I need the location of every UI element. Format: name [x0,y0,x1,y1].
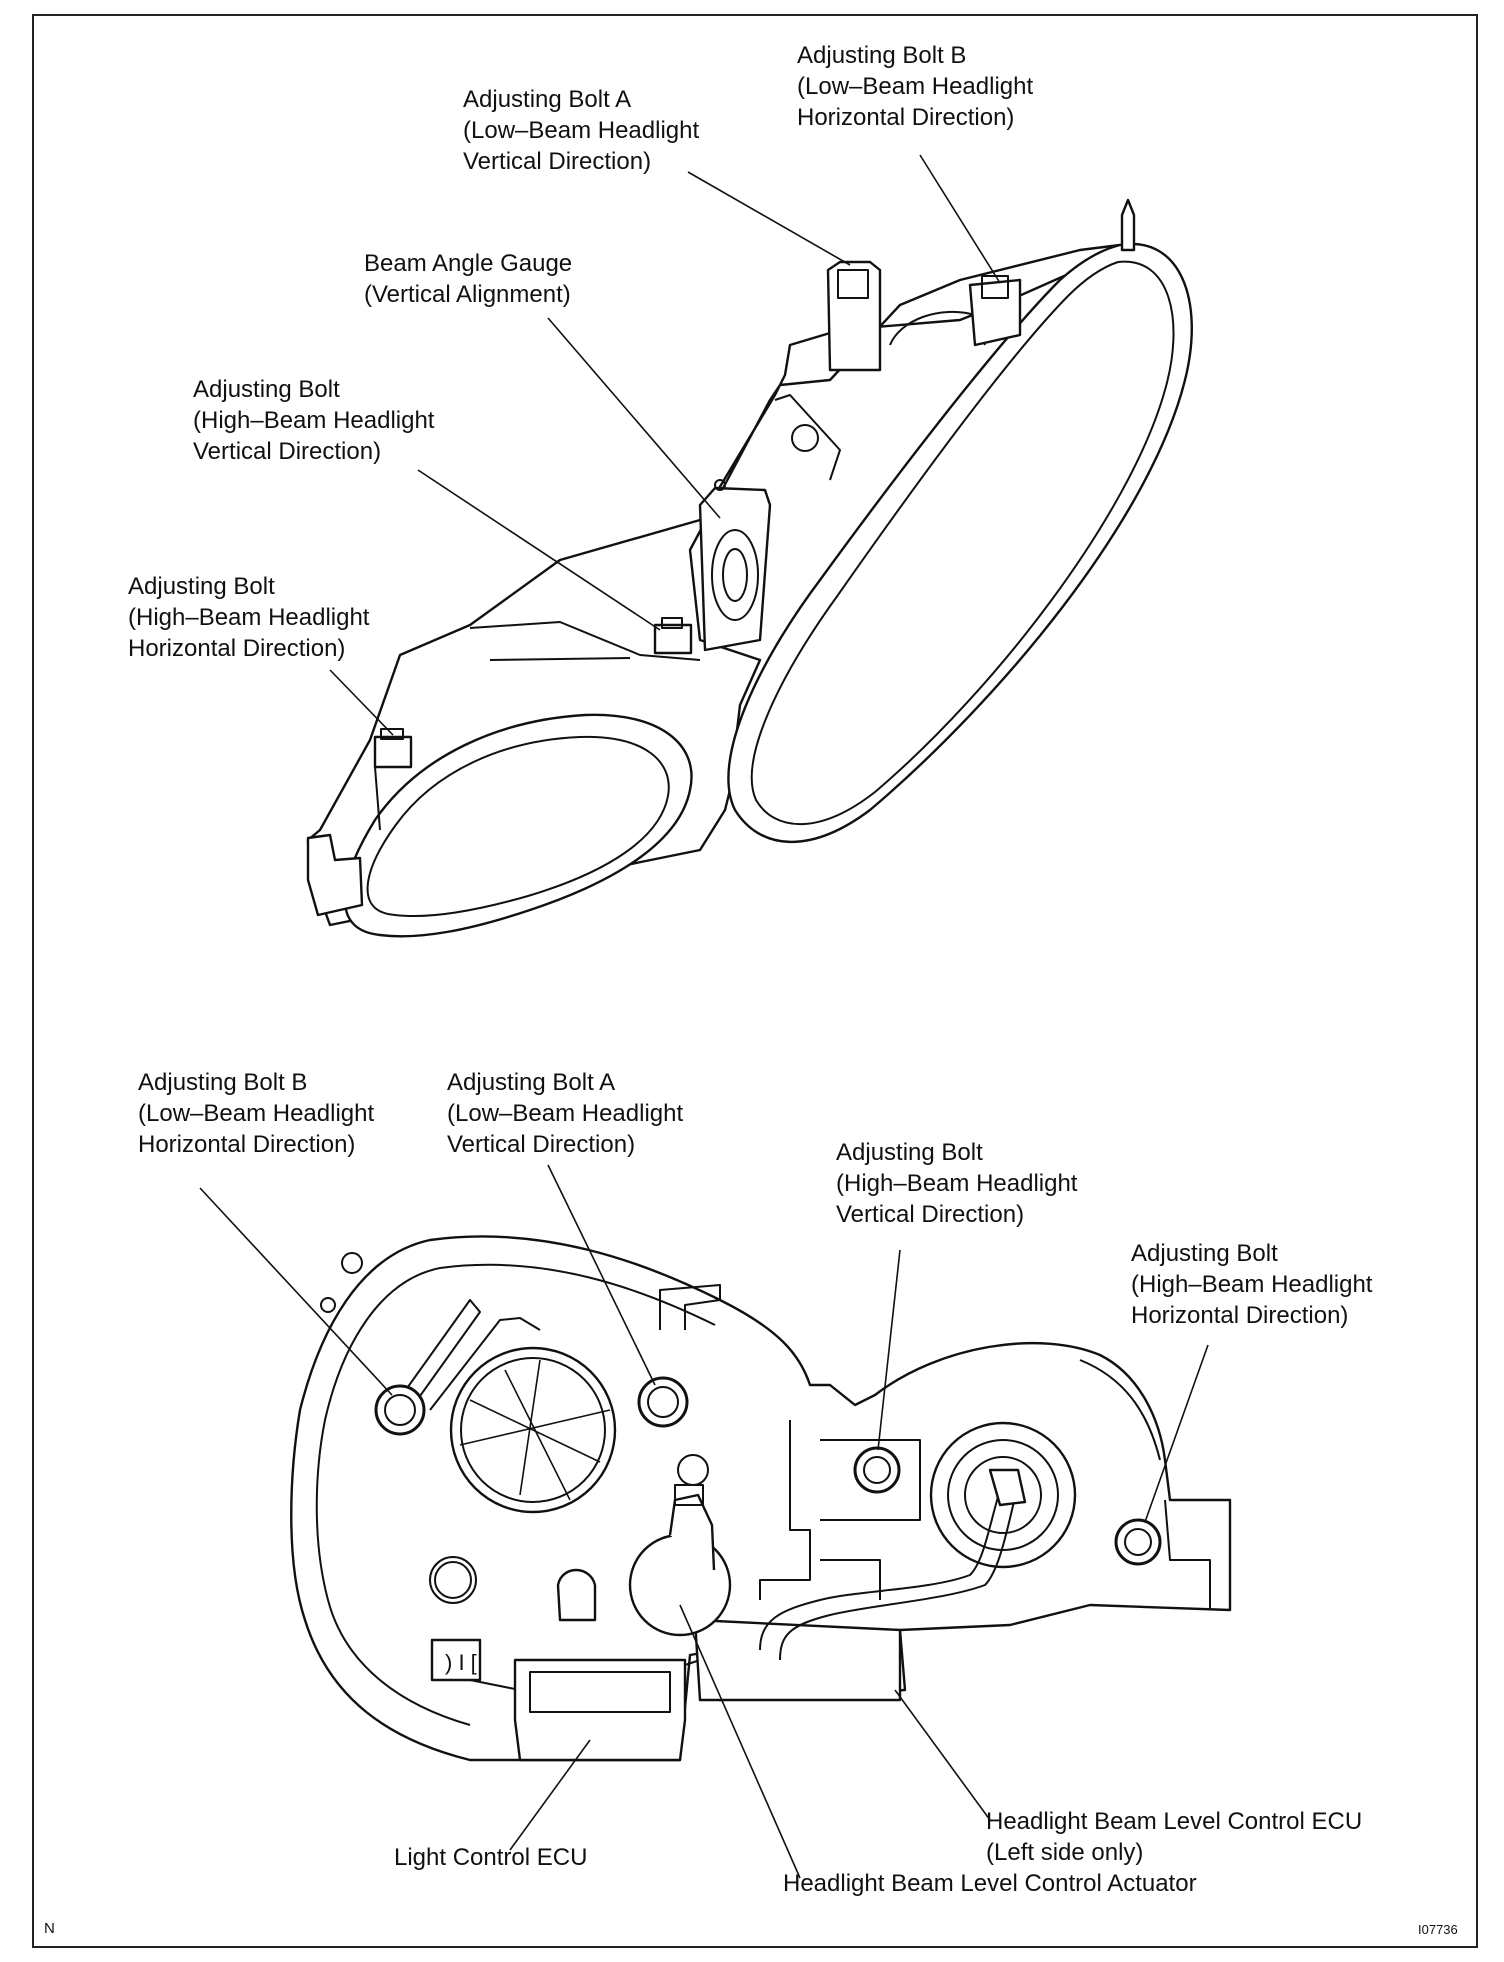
label-level-control-actuator: Headlight Beam Level Control Actuator [783,1870,1197,1897]
label-top-hb-horizontal: Adjusting Bolt (High–Beam Headlight Hori… [128,573,370,662]
label-light-control-ecu: Light Control ECU [394,1844,588,1871]
diagram-frame [32,14,1478,1948]
headlight-rear-view: ) I [ [290,1235,1232,1762]
figure-id: I07736 [1418,1922,1458,1937]
label-top-hb-vertical: Adjusting Bolt (High–Beam Headlight Vert… [193,376,435,465]
label-rear-bolt-b: Adjusting Bolt B (Low–Beam Headlight Hor… [138,1069,375,1158]
rear-bolts [374,1376,1162,1566]
label-top-bolt-b: Adjusting Bolt B (Low–Beam Headlight Hor… [797,42,1034,131]
label-rear-hb-horizontal: Adjusting Bolt (High–Beam Headlight Hori… [1131,1240,1373,1329]
footer-left-mark: N [44,1920,55,1937]
label-top-bolt-a: Adjusting Bolt A (Low–Beam Headlight Ver… [463,86,700,175]
label-rear-bolt-a: Adjusting Bolt A (Low–Beam Headlight Ver… [447,1069,684,1158]
top-leader-lines [329,154,1001,736]
label-top-beam-angle-gauge: Beam Angle Gauge (Vertical Alignment) [364,250,573,308]
label-level-control-ecu: Headlight Beam Level Control ECU (Left s… [986,1808,1363,1866]
headlight-top-view [306,198,1193,938]
svg-text:) I [: ) I [ [445,1650,477,1675]
rear-leader-lines [199,1164,1209,1879]
label-rear-hb-vertical: Adjusting Bolt (High–Beam Headlight Vert… [836,1139,1078,1228]
